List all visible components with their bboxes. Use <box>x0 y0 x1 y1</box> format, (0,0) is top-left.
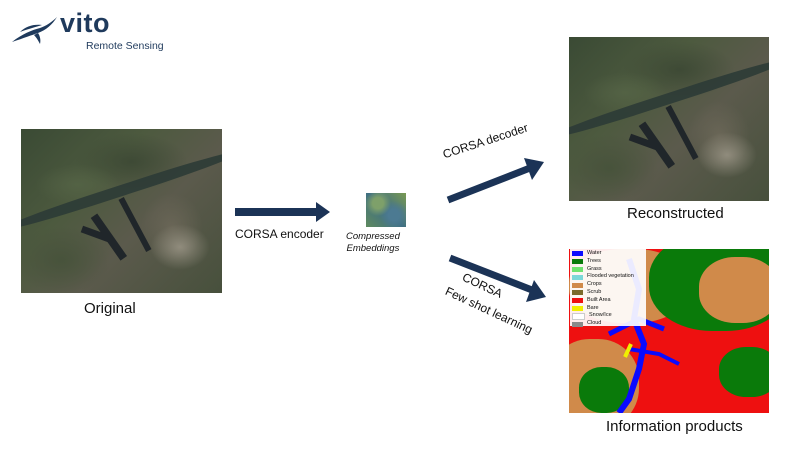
information-products-label: Information products <box>606 418 743 435</box>
legend-swatch <box>572 274 583 280</box>
legend-item: Water <box>572 250 644 258</box>
legend-label: Scrub <box>587 288 602 295</box>
legend-item: Cloud <box>572 320 644 328</box>
legend-item: Scrub <box>572 289 644 297</box>
legend-swatch <box>572 259 583 265</box>
legend-swatch <box>572 251 583 257</box>
logo-subtitle: Remote Sensing <box>86 40 164 52</box>
logo-wordmark: vito <box>60 8 111 38</box>
legend-item: Trees <box>572 258 644 266</box>
legend-item: Grass <box>572 266 644 274</box>
vito-bird-logo-icon <box>12 17 57 44</box>
encoder-arrow <box>235 208 317 216</box>
legend-swatch <box>572 290 583 296</box>
encoder-label: CORSA encoder <box>235 227 324 241</box>
legend-item: Flooded vegetation <box>572 273 644 281</box>
legend-swatch <box>572 266 583 272</box>
legend-label: Built Area <box>587 296 611 303</box>
fewshot-arrow <box>448 254 546 302</box>
embeddings-label-line1: Compressed <box>346 231 400 242</box>
embeddings-label-line2: Embeddings <box>346 243 400 254</box>
legend-swatch <box>572 305 583 311</box>
encoder-arrow-head <box>316 202 330 222</box>
legend-swatch <box>572 312 585 320</box>
legend-item: Crops <box>572 281 644 289</box>
legend-swatch <box>572 282 583 288</box>
legend-swatch <box>572 298 583 304</box>
legend-label: Flooded vegetation <box>587 273 634 280</box>
original-satellite-image <box>21 129 222 293</box>
legend-item: Bare <box>572 305 644 313</box>
embeddings-label: Compressed Embeddings <box>346 231 400 255</box>
legend-label: Bare <box>587 304 599 311</box>
reconstructed-satellite-image <box>569 37 769 201</box>
legend-item: Built Area <box>572 297 644 305</box>
legend-label: Snow/Ice <box>589 312 612 319</box>
compressed-embeddings-image <box>366 193 406 227</box>
legend-swatch <box>572 321 583 327</box>
legend-label: Grass <box>587 265 602 272</box>
legend-label: Cloud <box>587 320 602 327</box>
reconstructed-label: Reconstructed <box>627 205 724 222</box>
legend-label: Water <box>587 250 602 256</box>
original-label: Original <box>84 300 136 317</box>
legend-item: Snow/Ice <box>572 312 644 320</box>
legend-label: Crops <box>587 281 602 288</box>
decoder-arrow <box>446 158 544 204</box>
legend-label: Trees <box>587 257 601 264</box>
